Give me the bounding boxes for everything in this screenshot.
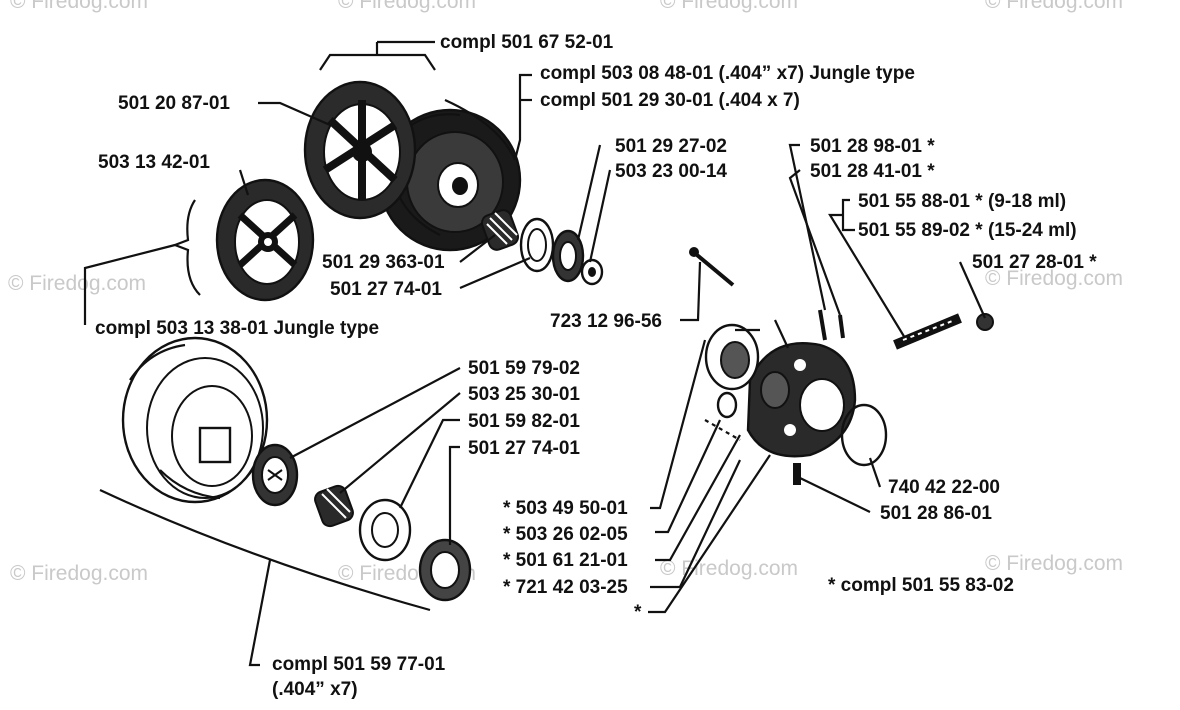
- watermark: © Firedog.com: [10, 0, 148, 13]
- o-ring: [840, 403, 888, 467]
- label-740-42-22-00: 740 42 22-00: [888, 477, 1000, 498]
- sprocket-lower: [251, 443, 299, 507]
- oil-pump-piston: [893, 313, 994, 350]
- label-501-27-28-01: 501 27 28-01 *: [972, 252, 1097, 273]
- watermark: © Firedog.com: [10, 562, 148, 585]
- label-501-28-86-01: 501 28 86-01: [880, 503, 992, 524]
- label-721-42-03-25: * 721 42 03-25: [503, 577, 628, 598]
- part-labels: compl 501 67 52-01 compl 503 08 48-01 (.…: [95, 32, 1097, 700]
- watermark: © Firedog.com: [985, 0, 1123, 13]
- washer-lower-2: [418, 538, 472, 602]
- watermark: © Firedog.com: [8, 272, 146, 295]
- clutch-drum-lower: [121, 336, 269, 504]
- label-501-27-74-01-bottom: 501 27 74-01: [468, 438, 580, 459]
- label-503-25-30-01: 503 25 30-01: [468, 384, 580, 405]
- label-723-12-96-56: 723 12 96-56: [550, 311, 662, 332]
- label-501-27-74-01-top: 501 27 74-01: [330, 279, 442, 300]
- clutch-drum-upper: [378, 108, 522, 252]
- label-compl-501-59-77-01-sub: (.404” x7): [272, 679, 358, 700]
- label-compl-501-29-30-01: compl 501 29 30-01 (.404 x 7): [540, 90, 800, 111]
- clutch-shoes-upper: [303, 80, 417, 220]
- watermark: © Firedog.com: [985, 552, 1123, 575]
- label-compl-503-08-48-01: compl 503 08 48-01 (.404” x7) Jungle typ…: [540, 63, 915, 84]
- watermark: © Firedog.com: [660, 557, 798, 580]
- oil-pump-cover: [704, 323, 760, 391]
- label-503-26-02-05: * 503 26 02-05: [503, 524, 628, 545]
- oil-pump-body: [746, 342, 857, 458]
- label-503-13-42-01: 503 13 42-01: [98, 152, 210, 173]
- washer-lower-1: [358, 498, 412, 562]
- label-503-23-00-14: 503 23 00-14: [615, 161, 727, 182]
- label-501-61-21-01: * 501 61 21-01: [503, 550, 628, 571]
- sprocket-upper: [551, 229, 585, 283]
- label-compl-503-13-38-01: compl 503 13 38-01 Jungle type: [95, 318, 379, 339]
- label-501-20-87-01: 501 20 87-01: [118, 93, 230, 114]
- label-501-29-27-02: 501 29 27-02: [615, 136, 727, 157]
- adjuster-pin: [818, 309, 845, 341]
- clutch-center-upper-left: [215, 178, 315, 302]
- label-star: *: [634, 602, 642, 623]
- needle-bearing-lower: [314, 484, 354, 528]
- worm-gear: [716, 391, 738, 419]
- label-compl-501-67-52-01: compl 501 67 52-01: [440, 32, 614, 53]
- label-503-49-50-01: * 503 49 50-01: [503, 498, 628, 519]
- washer-upper-1: [519, 217, 555, 273]
- washer-upper-2: [580, 258, 604, 286]
- label-501-29-363-01: 501 29 363-01: [322, 252, 445, 273]
- watermark: © Firedog.com: [660, 0, 798, 13]
- label-501-55-89-02: 501 55 89-02 * (15-24 ml): [858, 220, 1077, 241]
- label-501-28-41-01: 501 28 41-01 *: [810, 161, 935, 182]
- label-compl-501-59-77-01: compl 501 59 77-01: [272, 654, 446, 675]
- label-501-55-88-01: 501 55 88-01 * (9-18 ml): [858, 191, 1066, 212]
- needle-bearing-upper: [481, 209, 519, 251]
- watermark: © Firedog.com: [338, 0, 476, 13]
- label-compl-501-55-83-02: * compl 501 55 83-02: [828, 575, 1014, 596]
- oil-pump-screw: [689, 247, 735, 287]
- label-501-28-98-01: 501 28 98-01 *: [810, 136, 935, 157]
- label-501-59-82-01: 501 59 82-01: [468, 411, 580, 432]
- label-501-59-79-02: 501 59 79-02: [468, 358, 580, 379]
- watermark: © Firedog.com: [985, 267, 1123, 290]
- bottom-pin: [793, 463, 801, 485]
- leader-lines: [83, 40, 987, 667]
